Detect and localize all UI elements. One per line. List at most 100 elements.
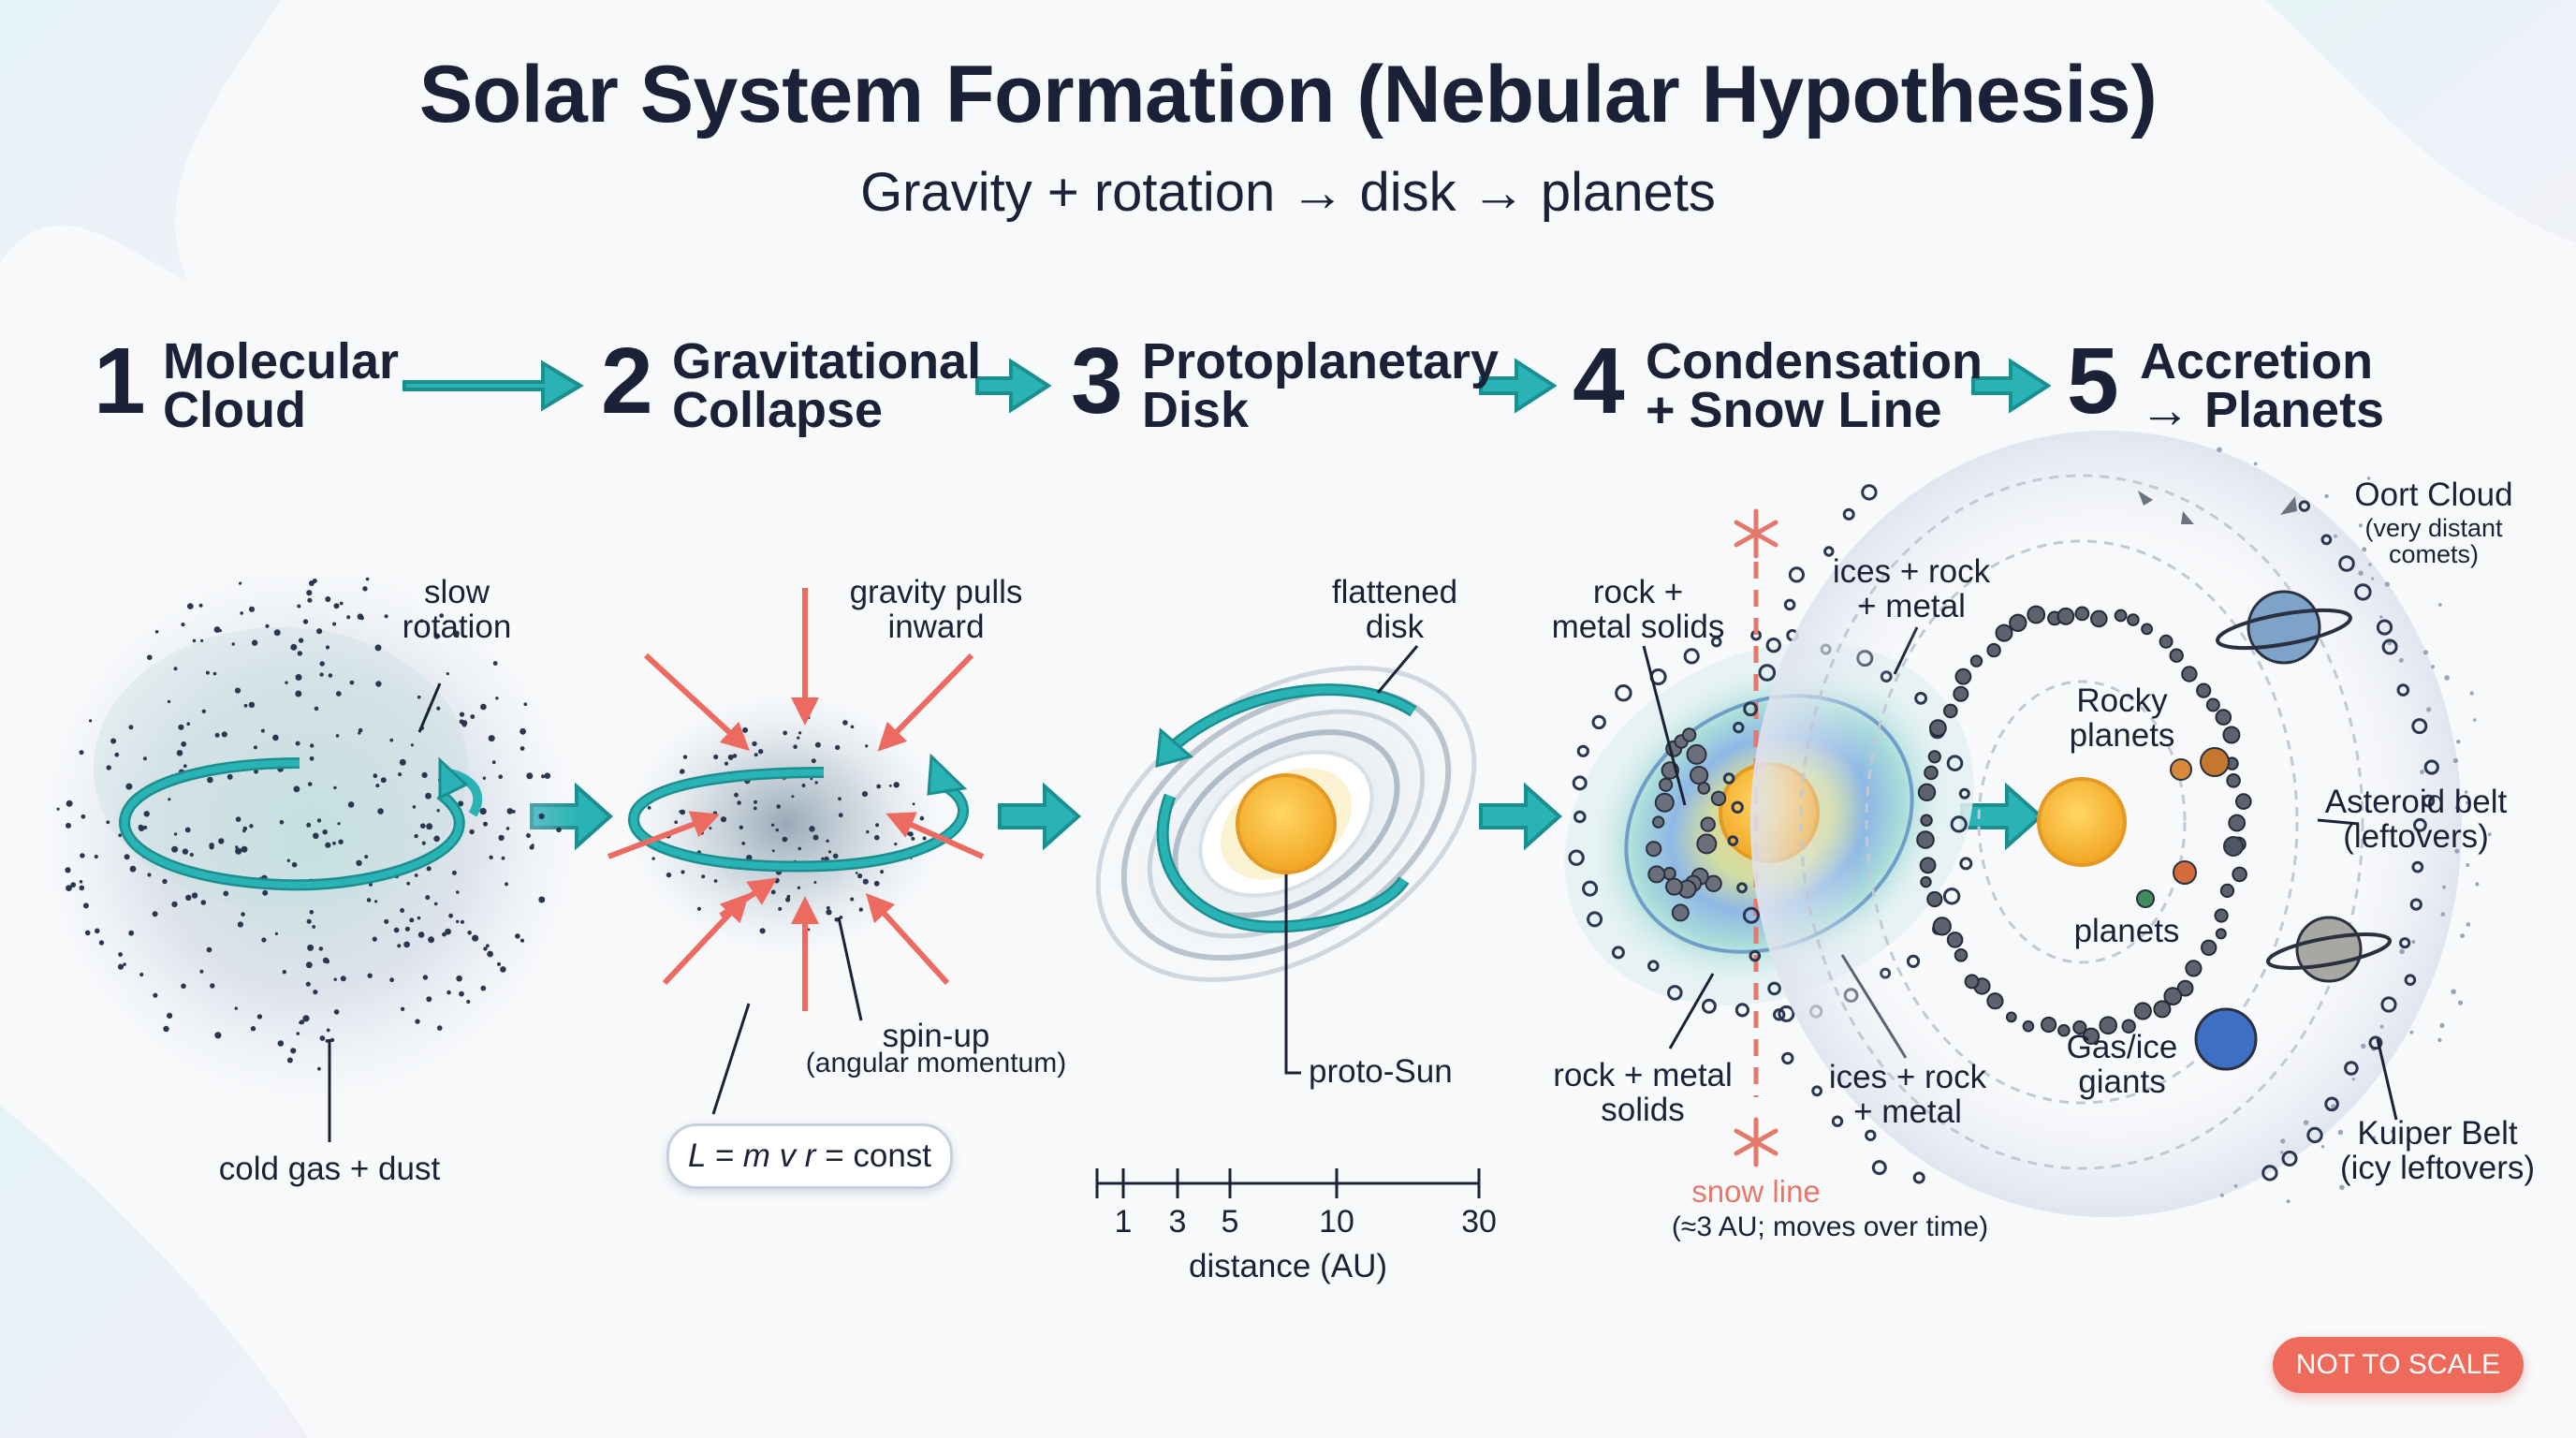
kuiper-object [1736,882,1748,894]
dust-particle [732,754,738,758]
dust-particle [325,596,331,602]
dust-particle [234,1006,238,1010]
dust-particle [523,702,528,706]
oort-particle [2422,650,2429,655]
dust-particle [459,712,465,717]
oort-particle [2456,740,2461,744]
dust-particle [415,1019,420,1024]
ice-particle [1710,636,1722,648]
dust-particle [198,603,203,608]
dust-particle [286,858,290,862]
dust-particle [209,843,214,848]
dust-particle [406,881,411,886]
planet-mars [2173,860,2197,885]
dust-particle [505,827,510,830]
dust-particle [467,931,472,935]
dust-particle [124,854,130,860]
dust-particle [295,674,302,681]
dust-particle [313,832,319,840]
dust-particle [201,709,206,713]
dust-particle [404,926,410,932]
dust-particle [426,823,433,830]
dust-particle [888,785,892,787]
rock-particle [1696,833,1718,855]
dust-particle [335,691,342,697]
dust-particle [778,906,783,911]
dust-particle [310,743,315,748]
rock-metal-bottom-label: rock + metal solids [1553,1057,1733,1128]
dust-particle [436,809,440,813]
oort-particle [2411,940,2416,944]
dust-particle [752,741,757,747]
dust-particle [297,651,302,656]
panel-2-gravitational-collapse [607,588,985,1115]
dust-particle [680,770,683,774]
dust-particle [791,795,795,799]
kuiper-object [1749,949,1762,962]
dust-particle [912,802,915,806]
asteroid [1954,948,1969,962]
asteroid [1929,719,1947,737]
asteroid [2169,648,2184,663]
dust-particle [801,784,806,787]
dust-particle [367,973,373,978]
asteroid [1986,992,2004,1010]
oort-particle [2452,757,2459,764]
rock-particle [1681,727,1697,742]
proto-sun-label: proto-Sun [1309,1053,1453,1090]
dust-particle [374,900,378,903]
ices-rock-top-label: ices + rock + metal [1832,553,1991,624]
dust-particle [218,838,225,844]
rock-particle [1690,766,1709,785]
oort-particle [2460,933,2466,938]
dust-particle [123,962,126,966]
oort-particle [2475,882,2480,887]
kuiper-object [1731,800,1744,814]
dust-particle [364,855,369,859]
kuiper-belt-particles [1722,484,2439,1184]
dust-particle [286,1057,293,1064]
dust-particle [305,981,311,987]
dust-particle [754,800,757,804]
dust-particle [811,758,816,764]
asteroid [2219,883,2235,899]
dust-particle [421,841,426,845]
oort-particle [2280,1151,2284,1154]
dust-particle [862,878,869,885]
dust-particle [285,681,288,684]
oort-particle [2454,805,2460,810]
oort-particle [2466,922,2471,927]
dust-particle [724,761,729,766]
dust-particle [873,880,880,887]
dust-particle [243,703,248,708]
ice-particle [1587,911,1603,928]
dust-particle [282,970,286,975]
dust-particle [422,975,429,980]
asteroid [1927,750,1941,764]
dust-particle [797,736,800,740]
asteroid [2215,709,2232,726]
oort-particle [2372,1136,2377,1139]
dust-particle [497,961,501,966]
dust-particle [205,670,210,675]
dust-particle [712,811,718,815]
oort-particle [2371,577,2375,580]
dust-particle [262,889,269,896]
dust-particle [313,990,318,995]
distance-scale [1095,1168,1481,1198]
kuiper-object [1733,721,1745,734]
oort-particle [2444,675,2450,681]
dust-particle [842,720,848,726]
dust-particle [325,842,331,848]
dust-particle [713,754,719,760]
dust-particle [451,870,457,875]
oort-particle [2324,493,2329,499]
asteroid [2127,613,2140,626]
kuiper-object [2324,1096,2339,1112]
dust-particle [319,1035,326,1041]
kuiper-object [2422,794,2436,808]
dust-particle [319,672,324,677]
kuiper-object [1767,981,1781,996]
asteroid [1954,668,1972,685]
dust-particle [759,928,766,934]
